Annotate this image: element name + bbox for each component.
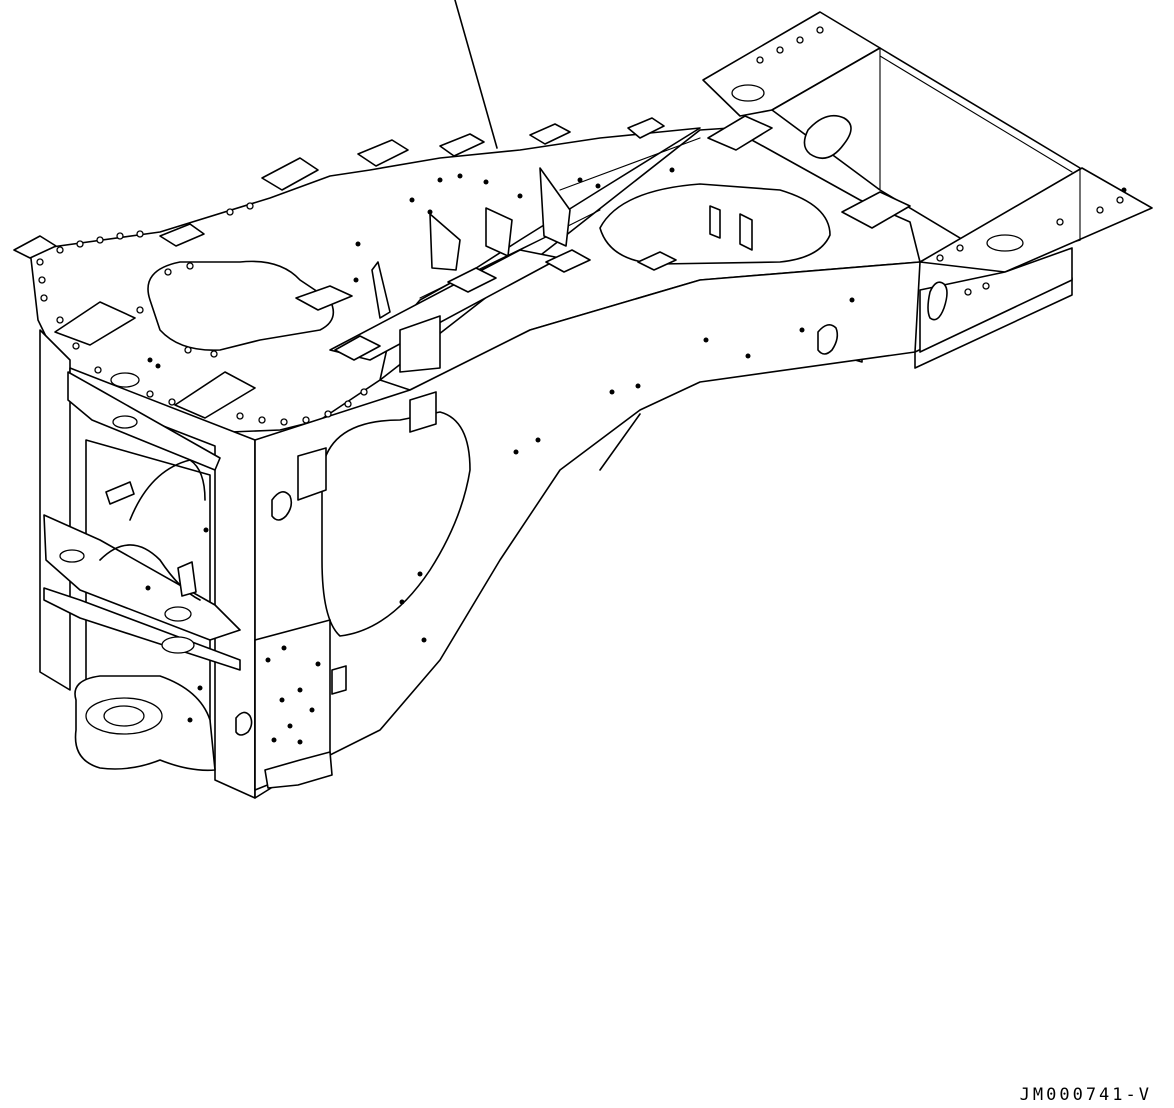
callout-leader-line	[454, 0, 498, 149]
rear-frame	[702, 11, 1153, 369]
main-side-wall	[235, 261, 921, 799]
drawing-code: JM000741-V	[1020, 1085, 1152, 1105]
mounting-pads	[13, 115, 911, 419]
rear-oval-cutout-upper	[803, 114, 852, 160]
bolt-holes	[36, 26, 1124, 426]
front-hinge-section	[39, 329, 256, 799]
rear-oval-cutout-side	[927, 281, 948, 321]
side-wall-large-cutout	[321, 411, 471, 637]
small-fastener-dots	[145, 167, 1127, 745]
